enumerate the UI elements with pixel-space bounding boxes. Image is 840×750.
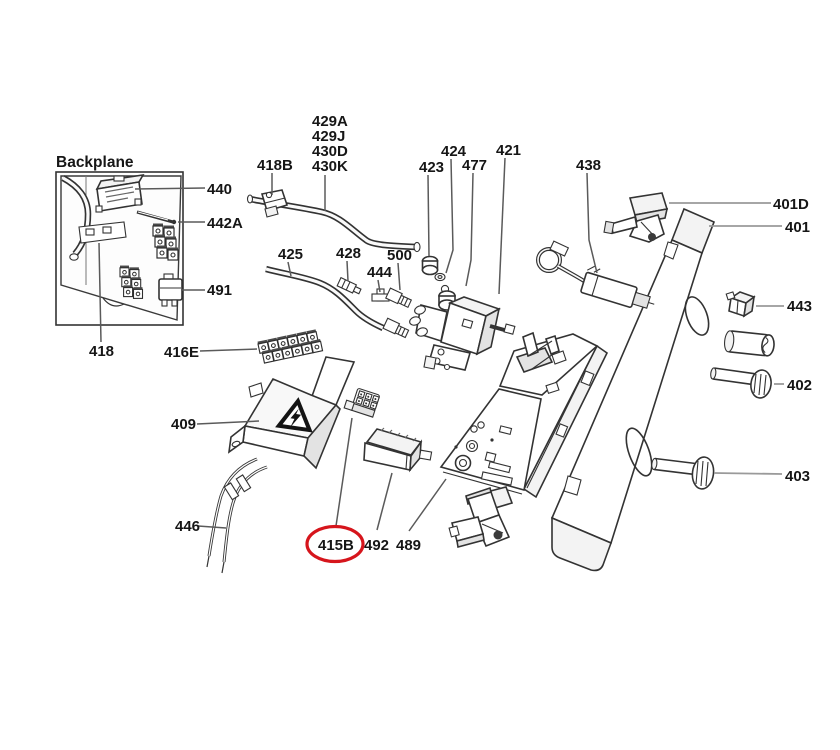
- part-409-cover: [227, 356, 356, 470]
- part-label-401D: 401D: [773, 196, 809, 213]
- terminal-stack-a: [152, 222, 179, 261]
- part-label-430K: 430K: [312, 158, 348, 175]
- part-label-444: 444: [367, 264, 393, 281]
- part-label-418B: 418B: [257, 157, 293, 174]
- part-492-drawing: [363, 427, 433, 473]
- part-label-443: 443: [787, 298, 812, 315]
- part-label-491: 491: [207, 282, 232, 299]
- part-440-drawing: [95, 173, 145, 213]
- part-489-chassis: [439, 333, 609, 499]
- part-428-fitting: [336, 276, 362, 295]
- leader-lines: [98, 157, 784, 532]
- part-418-pipe: [61, 175, 92, 261]
- part-label-423: 423: [419, 159, 444, 176]
- part-425-pipe: [265, 265, 410, 339]
- part-label-425: 425: [278, 246, 303, 263]
- warning-triangle-icon: [275, 397, 313, 433]
- part-label-402: 402: [787, 377, 812, 394]
- part-402-screw: [710, 367, 772, 399]
- part-label-500: 500: [387, 247, 412, 264]
- part-438-igniter: [536, 240, 655, 309]
- part-label-415B: 415B: [318, 537, 354, 554]
- part-442A-rod: [136, 210, 177, 225]
- part-label-446: 446: [175, 518, 200, 535]
- part-401-panel: [550, 207, 716, 572]
- part-421-valve: [409, 290, 516, 371]
- part-423-nut: [421, 255, 439, 276]
- part-label-429A: 429A: [312, 113, 348, 130]
- part-403-screw: [651, 456, 715, 490]
- part-labels: Backplane 440 442A 491 418 416E 429A 429…: [56, 113, 812, 554]
- part-label-418: 418: [89, 343, 114, 360]
- part-416E-strip: [256, 328, 324, 364]
- part-label-430D: 430D: [312, 143, 348, 160]
- part-418B-clamp: [260, 189, 289, 218]
- part-label-438: 438: [576, 157, 601, 174]
- part-label-403: 403: [785, 468, 810, 485]
- backplane-inset: [55, 171, 184, 326]
- part-415B-connector: [343, 388, 380, 418]
- part-label-421: 421: [496, 142, 521, 159]
- part-418-clamp: [78, 221, 127, 244]
- part-bottom-bracket: [448, 486, 514, 549]
- part-491-drawing: [158, 273, 183, 307]
- part-label-442A: 442A: [207, 215, 243, 232]
- part-label-477: 477: [462, 157, 487, 174]
- part-500-fitting: [385, 287, 413, 309]
- part-label-409: 409: [171, 416, 196, 433]
- part-label-429J: 429J: [312, 128, 345, 145]
- part-label-440: 440: [207, 181, 232, 198]
- part-label-489: 489: [396, 537, 421, 554]
- part-chassis-clamp-bracket: [515, 331, 567, 373]
- terminal-stack-b: [119, 265, 144, 299]
- part-402-sleeve: [724, 330, 775, 357]
- part-label-428: 428: [336, 245, 361, 262]
- part-443-drawing: [725, 291, 756, 318]
- part-label-401: 401: [785, 219, 810, 236]
- part-label-492: 492: [364, 537, 389, 554]
- part-label-424: 424: [441, 143, 467, 160]
- part-label-416E: 416E: [164, 344, 199, 361]
- part-424-olive: [434, 272, 446, 282]
- part-401D-bracket: [603, 192, 669, 243]
- highlight-circle-415B: [305, 524, 365, 564]
- part-446-wires: [206, 457, 268, 574]
- backplane-title: Backplane: [56, 154, 134, 171]
